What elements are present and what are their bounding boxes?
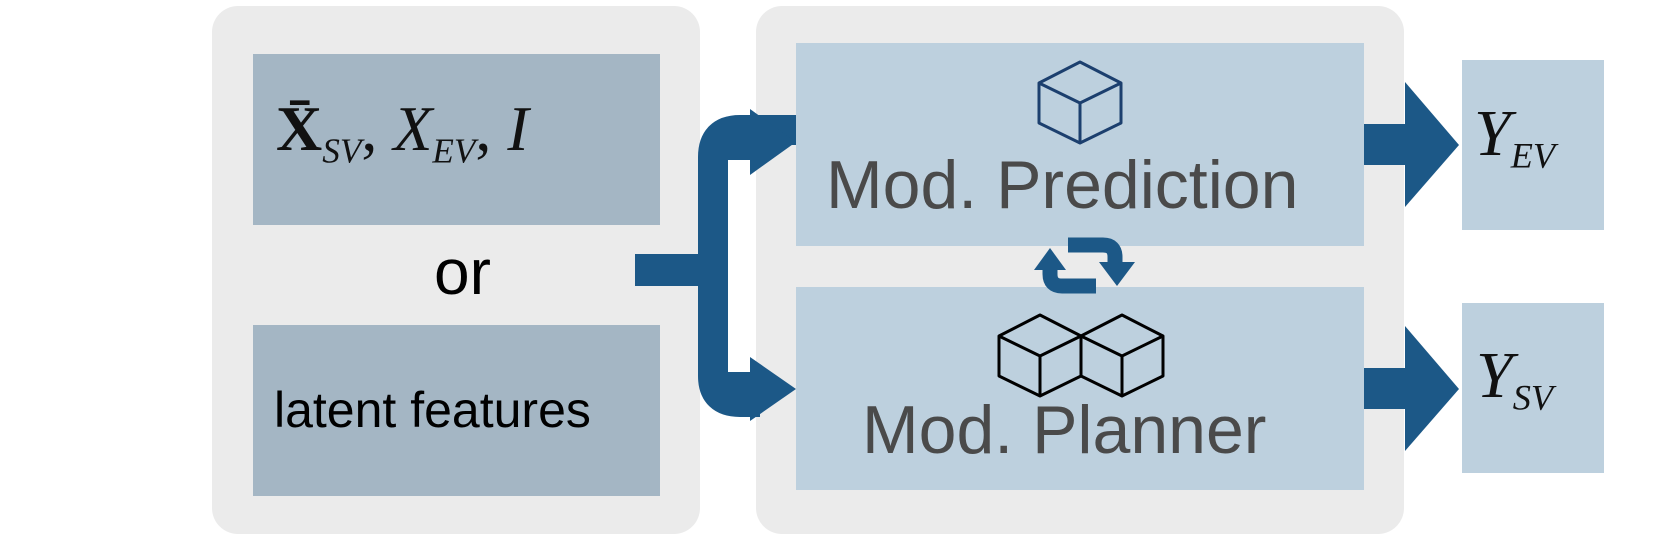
x-ev-symbol: X [393, 93, 433, 164]
planner-module-label: Mod. Planner [862, 392, 1267, 468]
cube-icon [1037, 60, 1123, 145]
sv-subscript: SV [1512, 377, 1554, 418]
branch-arrow [635, 109, 796, 421]
latent-features-label: latent features [274, 382, 591, 438]
double-cube-icon [997, 313, 1165, 398]
latent-features-box [253, 325, 660, 496]
separator: , [475, 93, 492, 164]
i-symbol: I [507, 93, 529, 164]
or-label: or [434, 236, 491, 308]
y-symbol: Y [1474, 97, 1511, 170]
output-sv-box [1462, 303, 1604, 473]
refresh-icon [1042, 237, 1123, 294]
output-sv-symbol: YSV [1476, 338, 1553, 419]
separator: , [361, 93, 378, 164]
prediction-module-label: Mod. Prediction [826, 147, 1299, 223]
x-bar-symbol: X̄ [276, 93, 323, 164]
sv-subscript: SV [322, 131, 362, 171]
input-variables-formula: X̄SV, XEV, I [276, 92, 529, 171]
planner-module-box [796, 287, 1364, 490]
y-symbol: Y [1476, 339, 1513, 412]
ev-subscript: EV [1510, 135, 1556, 176]
output-ev-symbol: YEV [1474, 96, 1555, 177]
output-arrow-sv [1364, 326, 1459, 451]
refresh-arrowheads [1034, 248, 1135, 286]
output-ev-box [1462, 60, 1604, 230]
input-variables-box [253, 54, 660, 225]
output-arrow-ev [1364, 82, 1459, 207]
ev-subscript: EV [432, 131, 476, 171]
